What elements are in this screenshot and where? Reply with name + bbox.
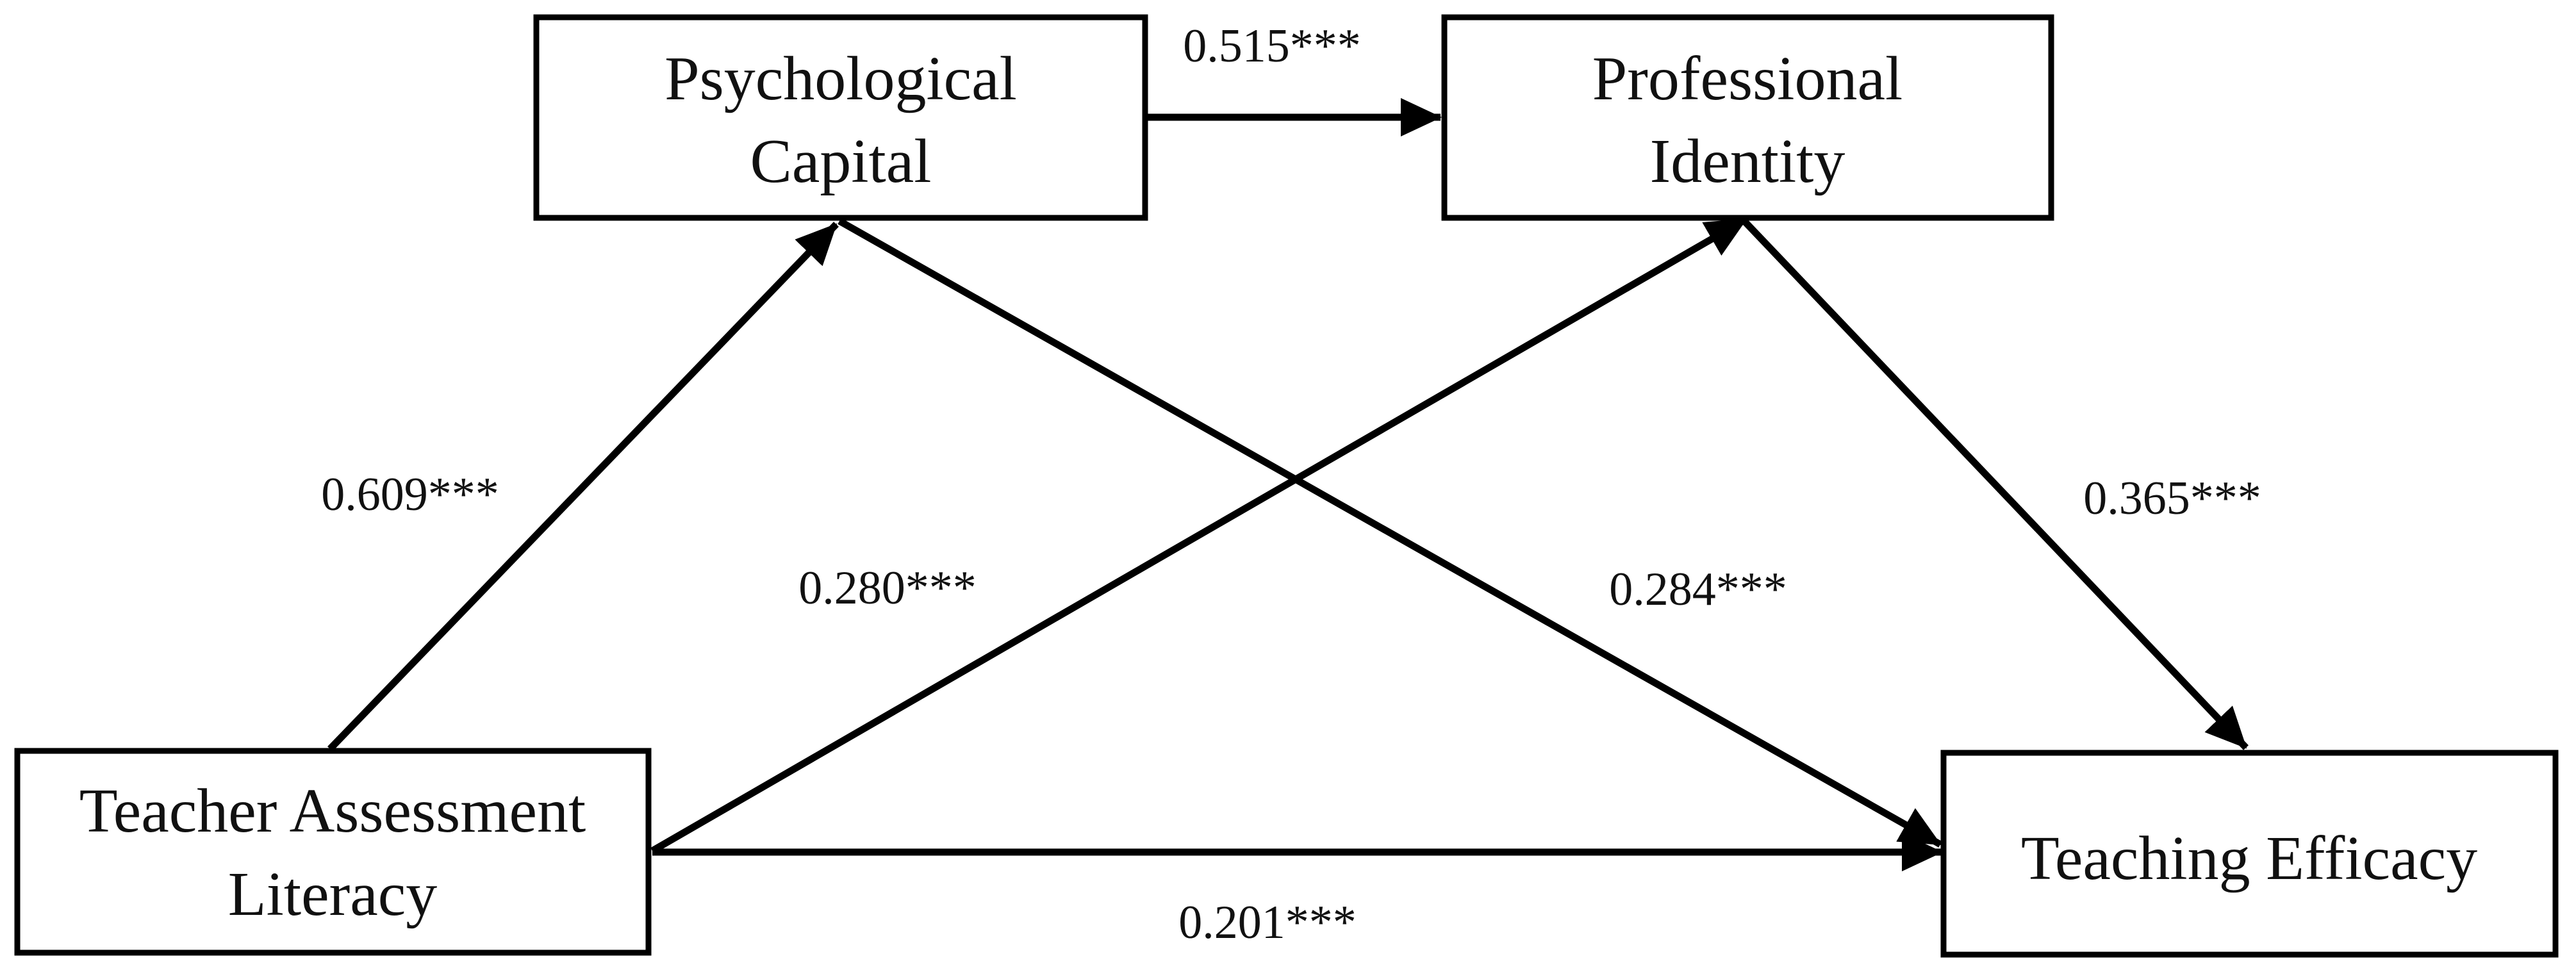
edge-labels: 0.515*** 0.609*** 0.280*** 0.284*** 0.36… (321, 20, 2261, 949)
node-label: Teaching Efficacy (2021, 824, 2477, 893)
node-box (14, 748, 652, 956)
node-teacher-assessment-literacy: Teacher Assessment Literacy (14, 748, 652, 956)
arrow-psycap-to-efficacy (838, 218, 1942, 848)
coefficient-tal-to-psycap: 0.609*** (321, 468, 499, 521)
arrow-tal-to-psycap (327, 222, 839, 752)
node-box (1441, 14, 2054, 221)
node-box (533, 14, 1148, 221)
node-label-line1: Psychological (665, 44, 1017, 113)
coefficient-profid-to-efficacy: 0.365*** (2083, 472, 2261, 525)
node-psychological-capital: Psychological Capital (533, 14, 1148, 221)
node-teaching-efficacy: Teaching Efficacy (1940, 750, 2559, 958)
arrow-profid-to-efficacy (1742, 218, 2249, 750)
node-label-line2: Capital (750, 127, 931, 196)
node-label-line1: Teacher Assessment (79, 777, 586, 846)
node-label-line2: Identity (1650, 127, 1845, 196)
arrow-tal-to-profid (650, 216, 1748, 854)
edges (327, 98, 2249, 871)
coefficient-psycap-to-efficacy: 0.284*** (1609, 563, 1787, 616)
node-label-line1: Professional (1592, 44, 1903, 113)
coefficient-psycap-to-profid: 0.515*** (1183, 20, 1361, 72)
node-label-line2: Literacy (228, 860, 437, 929)
node-box (1940, 750, 2559, 958)
node-professional-identity: Professional Identity (1441, 14, 2054, 221)
coefficient-tal-to-profid: 0.280*** (798, 562, 977, 614)
coefficient-tal-to-efficacy: 0.201*** (1178, 896, 1357, 949)
